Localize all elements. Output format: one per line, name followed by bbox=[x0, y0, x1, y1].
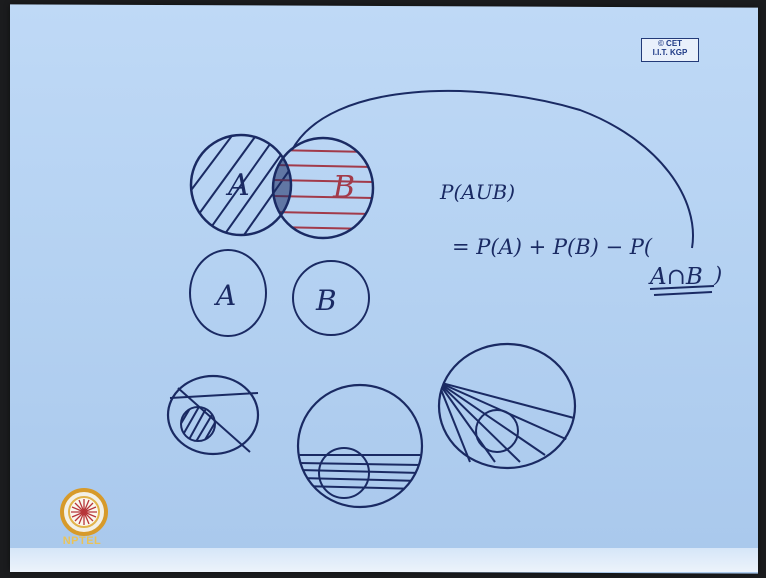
set-a-circle bbox=[189, 133, 293, 237]
formula-lhs: P(AUB) bbox=[439, 180, 515, 204]
nptel-logo-text: NPTEL bbox=[62, 535, 102, 547]
disjoint-label-a: A bbox=[213, 279, 236, 312]
connector-curve bbox=[291, 90, 694, 249]
disjoint-sets: A B bbox=[189, 249, 370, 337]
disjoint-circle-a bbox=[189, 249, 267, 337]
disjoint-circle-b bbox=[292, 260, 370, 336]
paper-bottom-edge bbox=[10, 548, 758, 572]
underline-2 bbox=[653, 291, 713, 296]
formula-rhs-close: ) bbox=[713, 263, 722, 287]
formula-rhs-part1: = P(A) + P(B) − P( bbox=[452, 235, 653, 259]
set-b-circle bbox=[271, 136, 375, 240]
venn-diagram: A B bbox=[189, 133, 375, 240]
underline-1 bbox=[649, 285, 715, 290]
formula: P(AUB) = P(A) + P(B) − P( A∩B ) bbox=[439, 180, 722, 296]
watermark-stamp: © CET I.I.T. KGP bbox=[641, 38, 699, 62]
formula-intersection: A∩B bbox=[648, 264, 703, 290]
venn-label-a: A bbox=[225, 168, 250, 203]
sketch-2 bbox=[296, 383, 424, 509]
watermark-line-2: I.I.T. KGP bbox=[652, 48, 688, 57]
watermark-line-1: © CET bbox=[657, 39, 683, 48]
nptel-logo-icon bbox=[60, 488, 108, 536]
sketch-3 bbox=[437, 342, 577, 470]
sketch-1 bbox=[166, 374, 260, 456]
venn-label-b: B bbox=[332, 170, 355, 205]
disjoint-label-b: B bbox=[315, 284, 337, 317]
